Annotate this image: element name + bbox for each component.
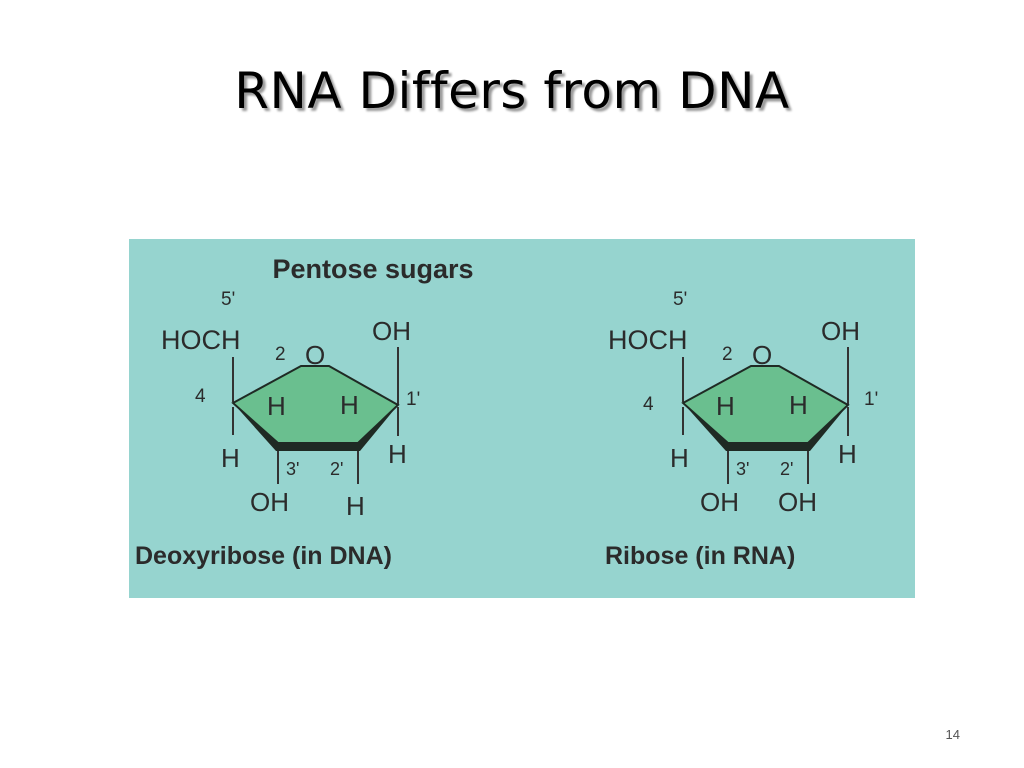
ribose-structure: 5' HOCH 2 O OH 4 1' H H H H (605, 289, 878, 570)
ribose-c4-top-h: H (716, 391, 735, 421)
ribose-hoch2-group: HOCH (608, 325, 688, 355)
deoxy-hoch2-group: HOCH (161, 325, 241, 355)
ribose-c1-oh: OH (821, 316, 860, 346)
page-number: 14 (945, 727, 960, 742)
deoxy-c4-top-h: H (267, 391, 286, 421)
ribose-c4-bottom-h: H (670, 443, 689, 473)
ribose-c3-oh: OH (700, 487, 739, 517)
deoxy-carbon-1prime-label: 1' (406, 389, 420, 410)
ribose-label-5prime: 5' (673, 289, 687, 310)
ribose-carbon-3prime-label: 3' (736, 459, 749, 479)
pentose-sugars-figure: Pentose sugars 5' HOCH 2 O OH 4 1' H (129, 239, 915, 598)
pentose-sugars-diagram: Pentose sugars 5' HOCH 2 O OH 4 1' H (135, 254, 878, 570)
deoxy-subscript-2: 2 (275, 344, 286, 365)
deoxy-c1-oh: OH (372, 316, 411, 346)
deoxy-label-5prime: 5' (221, 289, 235, 310)
ribose-ring-oxygen: O (752, 340, 772, 370)
ribose-c1-bottom-h: H (838, 439, 857, 469)
deoxy-ring-oxygen: O (305, 340, 325, 370)
deoxy-c4-bottom-h: H (221, 443, 240, 473)
deoxyribose-structure: 5' HOCH 2 O OH 4 1' H H (135, 289, 420, 570)
ribose-carbon-4-label: 4 (643, 394, 654, 415)
deoxy-carbon-2prime-label: 2' (330, 459, 343, 479)
deoxyribose-caption: Deoxyribose (in DNA) (135, 542, 392, 570)
figure-heading: Pentose sugars (272, 254, 473, 284)
deoxy-c1-bottom-h: H (388, 439, 407, 469)
ribose-carbon-2prime-label: 2' (780, 459, 793, 479)
deoxy-carbon-4-label: 4 (195, 386, 206, 407)
deoxy-carbon-3prime-label: 3' (286, 459, 299, 479)
ribose-carbon-1prime-label: 1' (864, 389, 878, 410)
ribose-subscript-2: 2 (722, 344, 733, 365)
deoxy-c1-top-h: H (340, 390, 359, 420)
ribose-c1-top-h: H (789, 390, 808, 420)
ribose-c2-oh: OH (778, 487, 817, 517)
deoxy-c2-h: H (346, 491, 365, 521)
deoxy-c3-oh: OH (250, 487, 289, 517)
ribose-caption: Ribose (in RNA) (605, 542, 795, 570)
slide-title: RNA Differs from DNA (234, 62, 790, 120)
